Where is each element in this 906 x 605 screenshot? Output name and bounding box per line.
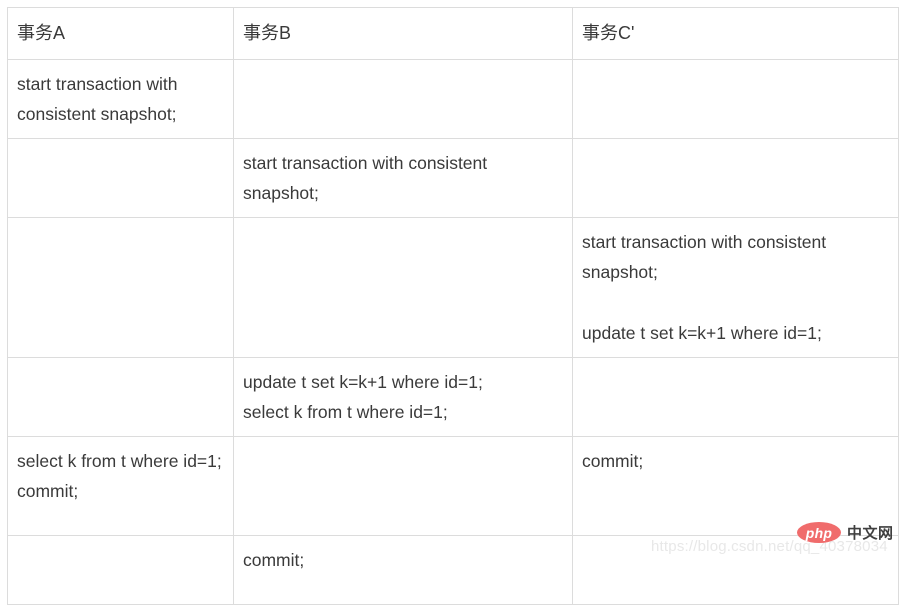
cell-text-row1-col-a: start transaction with consistent snapsh… bbox=[17, 73, 178, 125]
cell-row2-col-a bbox=[7, 138, 234, 219]
cell-text-row3-col-b bbox=[243, 227, 563, 228]
column-header-label-a: 事务A bbox=[17, 23, 66, 43]
column-header-label-b: 事务B bbox=[243, 23, 292, 43]
column-header-label-c: 事务C' bbox=[582, 23, 635, 43]
table-row: start transaction with consistent snapsh… bbox=[7, 58, 899, 140]
cell-text-row3-col-c-para1: start transaction with consistent snapsh… bbox=[582, 232, 827, 283]
cell-row3-col-b bbox=[233, 217, 573, 358]
cell-text-row5-col-c: commit; bbox=[582, 450, 644, 471]
cell-text-row4-col-b: update t set k=k+1 where id=1; select k … bbox=[243, 371, 483, 422]
cell-row6-col-a bbox=[7, 534, 234, 605]
cell-row5-col-a: select k from t where id=1; commit; bbox=[7, 435, 234, 536]
watermark-php-logo: php 中文网 bbox=[797, 522, 894, 543]
table-row: start transaction with consistent snapsh… bbox=[7, 217, 899, 358]
cell-row2-col-c bbox=[572, 138, 899, 219]
cell-row5-col-b bbox=[233, 435, 573, 536]
cell-text-row6-col-b: commit; bbox=[243, 549, 305, 570]
cell-text-row3-col-a bbox=[17, 227, 224, 228]
cell-text-row2-col-c bbox=[582, 148, 889, 149]
php-logo-icon: php bbox=[797, 522, 841, 543]
cell-text-row3-col-c-para2: update t set k=k+1 where id=1; bbox=[582, 322, 822, 343]
cell-text-row1-col-b bbox=[243, 69, 563, 70]
transaction-table-container: 事务A 事务B 事务C' start transaction with cons… bbox=[7, 7, 899, 605]
transaction-table: 事务A 事务B 事务C' start transaction with cons… bbox=[7, 7, 899, 605]
watermark-url: https://blog.csdn.net/qq_40378034 bbox=[651, 538, 888, 555]
cell-text-row6-col-a bbox=[17, 545, 224, 546]
table-header-row: 事务A 事务B 事务C' bbox=[7, 7, 899, 60]
table-header: 事务A 事务B 事务C' bbox=[7, 7, 899, 60]
table-body: start transaction with consistent snapsh… bbox=[7, 58, 899, 605]
paragraph-spacer bbox=[582, 288, 889, 318]
cell-row1-col-c bbox=[572, 58, 899, 140]
table-row: update t set k=k+1 where id=1; select k … bbox=[7, 356, 899, 437]
cell-text-row2-col-b: start transaction with consistent snapsh… bbox=[243, 153, 488, 204]
table-row: select k from t where id=1; commit; comm… bbox=[7, 435, 899, 536]
page-root: 事务A 事务B 事务C' start transaction with cons… bbox=[7, 7, 899, 605]
column-header-transaction-c: 事务C' bbox=[572, 7, 899, 60]
cell-text-row2-col-a bbox=[17, 148, 224, 149]
cell-row1-col-a: start transaction with consistent snapsh… bbox=[7, 58, 234, 140]
cell-text-row5-col-a: select k from t where id=1; commit; bbox=[17, 450, 222, 501]
cell-row6-col-b: commit; bbox=[233, 534, 573, 605]
cell-row4-col-a bbox=[7, 356, 234, 437]
cell-row2-col-b: start transaction with consistent snapsh… bbox=[233, 138, 573, 219]
cell-row3-col-c: start transaction with consistent snapsh… bbox=[572, 217, 899, 358]
cell-text-row1-col-c bbox=[582, 69, 889, 70]
column-header-transaction-b: 事务B bbox=[233, 7, 573, 60]
cell-row1-col-b bbox=[233, 58, 573, 140]
cell-row3-col-a bbox=[7, 217, 234, 358]
cell-text-row5-col-b bbox=[243, 446, 563, 447]
cell-text-row4-col-c bbox=[582, 367, 889, 368]
table-row: start transaction with consistent snapsh… bbox=[7, 138, 899, 219]
column-header-transaction-a: 事务A bbox=[7, 7, 234, 60]
cell-text-row4-col-a bbox=[17, 367, 224, 368]
watermark-site-name: 中文网 bbox=[847, 525, 894, 542]
cell-row5-col-c: commit; bbox=[572, 435, 899, 536]
cell-row4-col-c bbox=[572, 356, 899, 437]
cell-row4-col-b: update t set k=k+1 where id=1; select k … bbox=[233, 356, 573, 437]
